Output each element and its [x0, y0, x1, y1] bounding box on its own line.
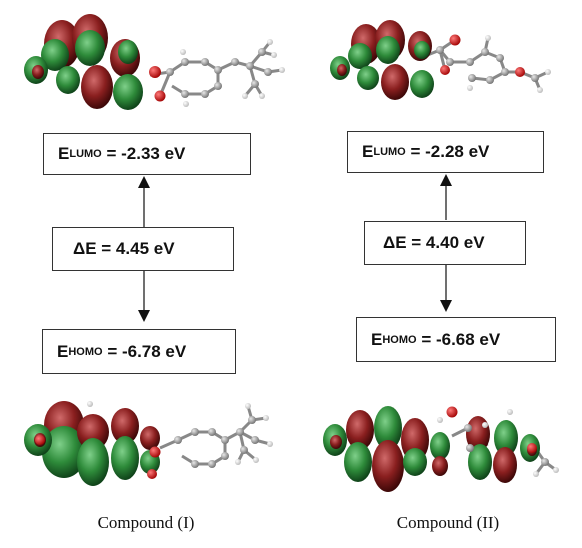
- compound-2-down-arrow: [440, 265, 452, 312]
- compound-1-lumo-subscript: LUMO: [69, 148, 102, 160]
- compound-1-homo-symbol: E: [57, 341, 69, 361]
- compound-2-lumo-symbol: E: [362, 142, 374, 161]
- compound-2-homo-symbol: E: [371, 329, 383, 349]
- compound-2-lumo-subscript: LUMO: [373, 146, 406, 158]
- compound-2-caption: Compound (II): [396, 513, 500, 532]
- compound-2-homo-value: = -6.68 eV: [421, 329, 501, 349]
- compound-1-gap-value: ΔE = 4.45 eV: [73, 239, 175, 258]
- compound-2-gap-box: ΔE = 4.40 eV: [364, 221, 526, 265]
- compound-1-up-arrow: [138, 176, 150, 228]
- compound-2-lumo-orbital: [330, 20, 551, 100]
- compound-1-lumo-value: = -2.33 eV: [106, 144, 186, 163]
- compound-1-homo-value: = -6.78 eV: [107, 341, 187, 361]
- compound-1-down-arrow: [138, 270, 150, 322]
- compound-1-homo-subscript: HOMO: [68, 345, 103, 358]
- compound-2-homo-subscript: HOMO: [382, 333, 417, 346]
- compound-1-lumo-symbol: E: [58, 144, 70, 163]
- compound-2-gap-value: ΔE = 4.40 eV: [383, 233, 485, 252]
- compound-1-homo-orbital: [24, 401, 273, 486]
- compound-2-homo-orbital: [323, 406, 559, 492]
- compound-1-caption: Compound (I): [97, 513, 195, 532]
- compound-2-lumo-value: = -2.28 eV: [410, 142, 490, 161]
- compound-1-gap-box: ΔE = 4.45 eV: [52, 227, 234, 271]
- compound-2-up-arrow: [440, 174, 452, 220]
- compound-1-lumo-orbital: [24, 14, 285, 110]
